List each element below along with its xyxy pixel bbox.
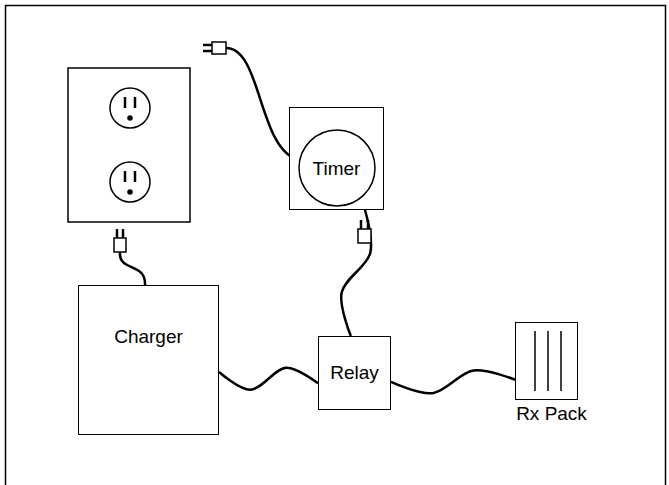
dial-circle (299, 130, 375, 206)
relay-box: Relay (318, 336, 391, 410)
cord-connector (341, 210, 371, 336)
charger-box: Charger (78, 285, 219, 435)
cell-lines (516, 323, 577, 399)
timer-box: Timer (289, 107, 384, 210)
cell-line (547, 331, 549, 391)
frame (6, 6, 666, 485)
cord-connector (219, 368, 318, 390)
battery-pack: Rx Pack (515, 322, 578, 400)
cell-line (534, 331, 536, 391)
cell-line (560, 331, 562, 391)
node-label: Relay (330, 362, 379, 384)
cord-connector (391, 370, 515, 393)
node-label: Rx Pack (516, 403, 587, 425)
wall-outlet (68, 68, 190, 222)
node-label: Timer (313, 158, 361, 180)
node-label: Charger (79, 326, 218, 348)
charger-cord (120, 252, 145, 285)
timer-plug (203, 42, 226, 54)
relay-plug (358, 220, 371, 243)
charger-plug (114, 229, 126, 252)
